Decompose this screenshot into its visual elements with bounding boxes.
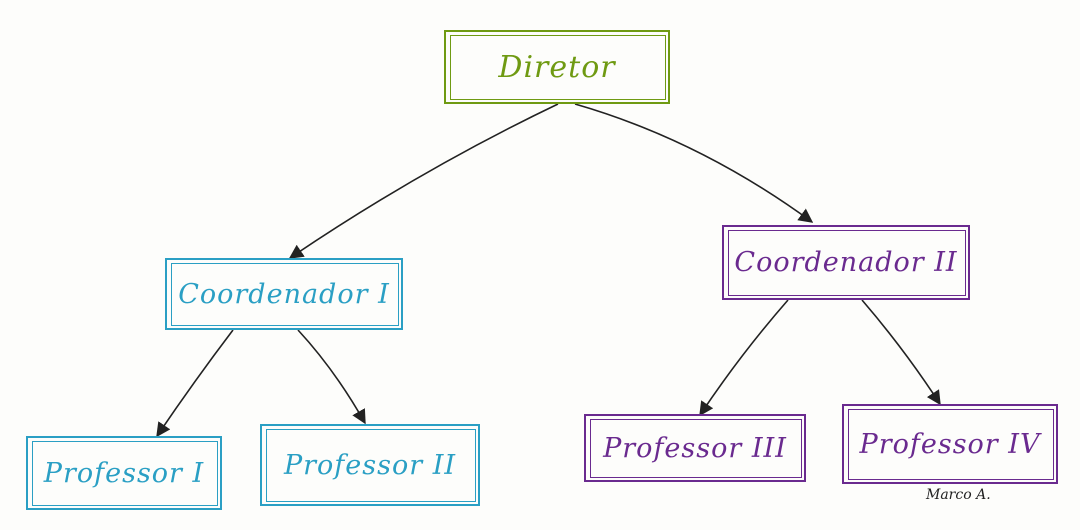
node-professor-4-label: Professor IV <box>859 428 1041 460</box>
node-coordenador-1-label: Coordenador I <box>178 278 390 310</box>
edge-coordenador-2-professor-3 <box>699 299 789 417</box>
node-professor-3-label: Professor III <box>603 432 787 464</box>
edge-coordenador-1-professor-2 <box>297 329 366 425</box>
node-professor-4: Professor IV <box>842 404 1058 484</box>
node-professor-1-label: Professor I <box>43 457 205 489</box>
edge-coordenador-1-professor-1 <box>156 329 234 438</box>
node-coordenador-2: Coordenador II <box>722 225 970 300</box>
edge-diretor-coordenador-2 <box>574 103 814 223</box>
node-diretor: Diretor <box>444 30 670 104</box>
edge-coordenador-2-professor-4 <box>861 299 941 406</box>
node-coordenador-2-label: Coordenador II <box>734 247 958 278</box>
node-professor-2: Professor II <box>260 424 480 506</box>
signature: Marco A. <box>926 487 991 503</box>
node-professor-1: Professor I <box>26 436 222 510</box>
node-diretor-label: Diretor <box>498 49 616 85</box>
node-professor-2-label: Professor II <box>283 449 457 481</box>
node-coordenador-1: Coordenador I <box>165 258 403 330</box>
node-professor-3: Professor III <box>584 414 806 482</box>
edge-diretor-coordenador-1 <box>288 103 559 259</box>
